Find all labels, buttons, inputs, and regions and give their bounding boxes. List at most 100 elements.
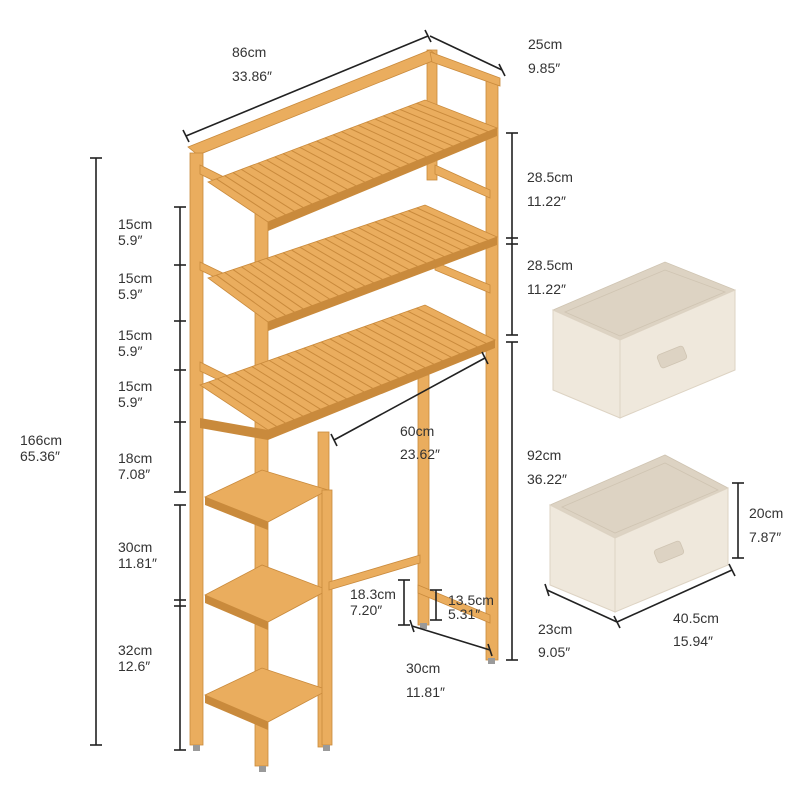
slat-line bbox=[320, 341, 391, 382]
small-shelf-back-post bbox=[321, 489, 333, 746]
slat-line bbox=[257, 260, 322, 303]
front-left-post bbox=[189, 152, 204, 746]
side-gap-1-in: 7.08″ bbox=[118, 466, 151, 482]
side-hole-2-in: 5.9″ bbox=[118, 286, 143, 302]
slat-line bbox=[391, 215, 462, 251]
slat-line bbox=[286, 353, 356, 396]
box-handle-bottom bbox=[653, 540, 685, 564]
shelf-gap-mid-cm: 28.5cm bbox=[527, 257, 573, 273]
clearance-height-cm: 92cm bbox=[527, 447, 562, 463]
width-cm-label: 86cm bbox=[232, 44, 267, 60]
slat-line bbox=[408, 210, 480, 244]
rear-right-post bbox=[485, 77, 499, 661]
slat-line bbox=[216, 178, 278, 219]
slat-line bbox=[408, 105, 480, 136]
slat-line bbox=[316, 140, 383, 176]
dim-depth-line bbox=[429, 35, 503, 71]
total-height-cm-label: 166cm bbox=[20, 432, 63, 448]
side-gap-3-cm: 32cm bbox=[118, 642, 153, 658]
side-hole-3-cm: 15cm bbox=[118, 327, 153, 343]
dim-clearance-width-line bbox=[333, 357, 486, 441]
slat-line bbox=[241, 168, 304, 208]
slat-line bbox=[329, 338, 400, 379]
slat-line bbox=[251, 366, 321, 410]
box-depth-cm: 23cm bbox=[538, 621, 573, 637]
lower-cross-bar bbox=[328, 554, 421, 591]
width-in-label: 33.86″ bbox=[232, 68, 272, 84]
slat-line bbox=[307, 143, 374, 180]
shelf-unit bbox=[187, 49, 501, 772]
slat-line bbox=[332, 235, 401, 274]
slat-line bbox=[338, 335, 408, 376]
box-width-in: 15.94″ bbox=[673, 633, 713, 649]
storage-box-top bbox=[552, 261, 737, 419]
side-hole-1-cm: 15cm bbox=[118, 216, 153, 232]
slat-line bbox=[364, 326, 435, 365]
side-gap-2-in: 11.81″ bbox=[118, 555, 157, 571]
slat-line bbox=[416, 102, 489, 133]
slat-line bbox=[249, 165, 313, 205]
dim-box-width-line bbox=[616, 569, 733, 623]
foot-height-cm: 13.5cm bbox=[448, 592, 494, 608]
slat-line bbox=[299, 246, 366, 287]
bar-height-cm: 18.3cm bbox=[350, 586, 396, 602]
slat-line bbox=[357, 227, 427, 264]
slat-line bbox=[217, 378, 286, 424]
slat-line bbox=[282, 153, 348, 190]
foot-4 bbox=[488, 658, 495, 664]
slat-line bbox=[416, 307, 487, 344]
slat-line bbox=[407, 310, 478, 348]
slat-line bbox=[372, 323, 443, 362]
slat-line bbox=[274, 255, 339, 297]
box-depth-in: 9.05″ bbox=[538, 644, 571, 660]
slat-line bbox=[307, 243, 374, 284]
slat-line bbox=[260, 363, 330, 407]
base-depth-cm: 30cm bbox=[406, 660, 441, 676]
dim-width-line bbox=[185, 35, 429, 137]
slat-line bbox=[266, 159, 330, 198]
slat-line bbox=[291, 150, 357, 187]
rear-rail-1 bbox=[434, 164, 491, 199]
top-side-rail bbox=[429, 51, 501, 87]
foot-5 bbox=[420, 623, 427, 629]
small-shelf-2 bbox=[204, 564, 329, 630]
side-hole-3-in: 5.9″ bbox=[118, 343, 143, 359]
slat-line bbox=[383, 218, 454, 254]
slat-line bbox=[381, 319, 452, 358]
slat-line bbox=[274, 156, 339, 194]
slat-line bbox=[399, 212, 471, 248]
side-hole-4-in: 5.9″ bbox=[118, 394, 143, 410]
slat-line bbox=[366, 224, 436, 261]
slat-line bbox=[232, 172, 295, 212]
rear-rail-2 bbox=[434, 261, 491, 294]
base-depth-in: 11.81″ bbox=[406, 684, 445, 700]
slat-line bbox=[358, 124, 427, 158]
slat-line bbox=[398, 313, 470, 351]
total-height-in-label: 65.36″ bbox=[20, 448, 60, 464]
slat-line bbox=[366, 121, 436, 154]
slat-line bbox=[299, 146, 366, 183]
depth-in-label: 9.85″ bbox=[528, 60, 561, 76]
foot-height-in: 5.31″ bbox=[448, 606, 481, 622]
slat-line bbox=[249, 263, 313, 307]
slat-line bbox=[391, 112, 462, 143]
storage-box-bottom bbox=[549, 454, 729, 613]
clearance-height-in: 36.22″ bbox=[527, 471, 567, 487]
side-gap-3-in: 12.6″ bbox=[118, 658, 151, 674]
slat-line bbox=[266, 257, 330, 300]
slat-line bbox=[346, 332, 417, 372]
slat-line bbox=[399, 108, 471, 140]
slat-line bbox=[224, 175, 286, 216]
box-height-cm: 20cm bbox=[749, 505, 784, 521]
small-shelf-1 bbox=[203, 469, 330, 530]
box-width-cm: 40.5cm bbox=[673, 610, 719, 626]
slat-line bbox=[282, 252, 348, 294]
clearance-width-in: 23.62″ bbox=[400, 446, 440, 462]
slat-line bbox=[349, 229, 418, 267]
shelf-top bbox=[207, 99, 499, 231]
shelf-gap-top-in: 11.22″ bbox=[527, 193, 566, 209]
slat-line bbox=[341, 131, 410, 165]
slat-line bbox=[294, 350, 365, 393]
slat-line bbox=[312, 344, 382, 386]
slat-line bbox=[390, 316, 461, 355]
